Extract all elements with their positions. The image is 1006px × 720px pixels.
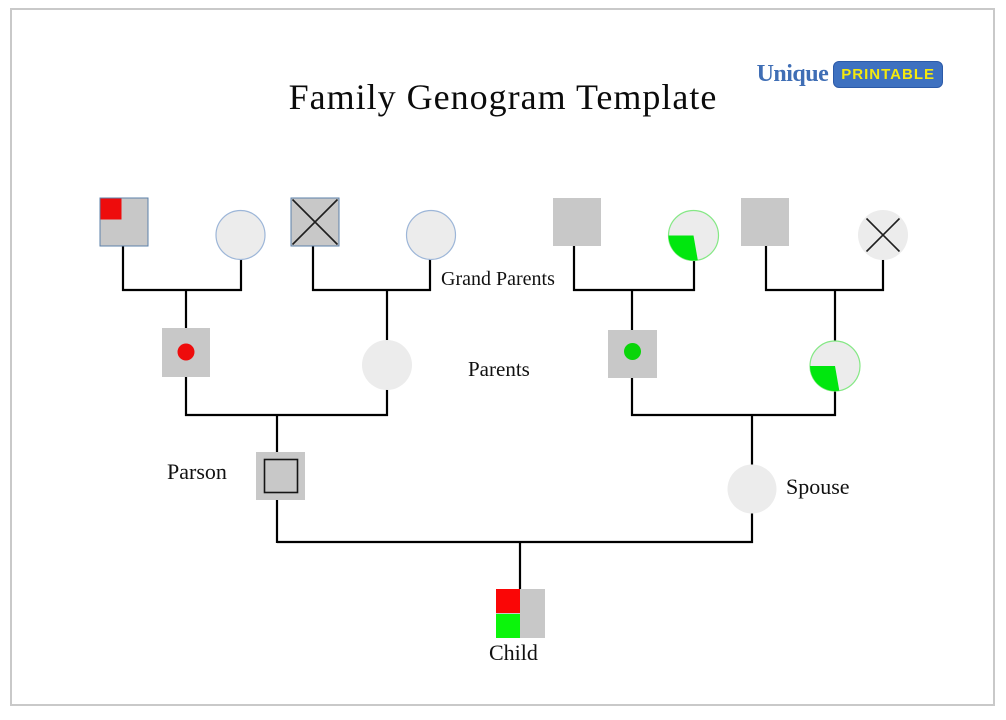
red-dot-marker [177,343,195,361]
green-wedge-marker [810,366,840,391]
spouse-circle [727,464,777,514]
father-right [608,330,657,378]
father-left [162,328,210,377]
union-line-grandparents-1 [121,246,243,416]
union-line-grandparents-4 [764,246,885,416]
grandmother-2 [405,209,457,261]
mother-left [362,340,412,390]
grandfather-1 [99,197,149,247]
deceased-x-icon [865,217,901,253]
child-green-marker [496,614,520,638]
grandmother-1 [215,209,266,261]
brand-badge: PRINTABLE [833,61,943,88]
mother-right [809,340,861,392]
union-line-person-spouse [277,540,753,590]
grandmother-4 [858,210,908,260]
grandmother-3 [667,209,720,262]
person-label: Parson [167,459,227,484]
red-corner-marker [100,198,122,220]
deceased-x-icon [291,198,339,246]
grandfather-3 [553,198,601,246]
grandfather-2 [290,197,340,247]
brand-name-text: Unique [756,61,829,87]
page-border-frame [10,8,995,706]
union-line-grandparents-3 [572,246,696,416]
union-line-grandparents-2 [311,246,432,416]
connector-lines [121,246,885,590]
brand-logo: Unique PRINTABLE [757,61,943,88]
person-square [256,452,305,500]
spouse-label: Spouse [786,474,850,499]
grandfather-4 [741,198,789,246]
child-label: Child [489,640,538,665]
child-square [496,589,545,638]
index-person-inner-square [263,458,299,494]
grandparents-label: Grand Parents [441,268,555,290]
parents-label: Parents [468,357,530,381]
green-dot-marker [624,343,641,360]
child-red-marker [496,589,520,613]
page-title: Family Genogram Template [288,77,718,117]
green-wedge-marker [668,235,698,261]
